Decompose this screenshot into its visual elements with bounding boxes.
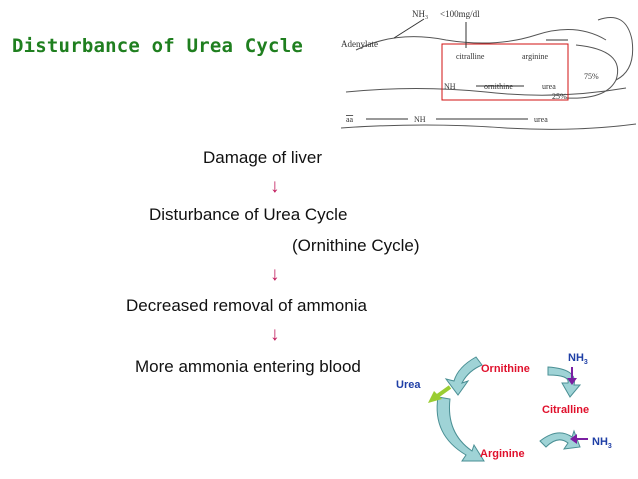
sketch-arrow	[393, 18, 425, 39]
pct75-label: 75%	[584, 72, 599, 81]
urea-label: urea	[542, 82, 556, 91]
urea-bottom-label: urea	[534, 115, 548, 124]
flow-step-ornithine-cycle: (Ornithine Cycle)	[292, 236, 420, 255]
nh3-level-label: NH3	[412, 9, 428, 21]
ornithine-cycle-diagram: Ornithine Urea Citralline Arginine NH3 N…	[396, 352, 612, 462]
flow-step-disturbance: Disturbance of Urea Cycle	[149, 205, 348, 224]
nh3-bottom-label: NH	[414, 115, 426, 124]
cycle-arrow-citralline-arginine	[539, 429, 581, 450]
urea-arrowhead	[428, 391, 442, 403]
nh3-arrowhead-2	[570, 434, 577, 444]
ornithine-label: ornithine	[484, 82, 513, 91]
flow-step-more-ammonia: More ammonia entering blood	[135, 357, 361, 376]
cycle-arrow-urea-arginine	[436, 396, 485, 462]
urea-label: Urea	[396, 379, 421, 391]
nh3-left-label: NH	[444, 82, 456, 91]
flow-arrow: ↓	[270, 264, 280, 285]
pct25-label: 25%	[552, 92, 567, 101]
ornithine-label: Ornithine	[481, 363, 530, 375]
adenylate-label: Adenylate	[341, 39, 378, 49]
citralline-label: Citralline	[542, 404, 589, 416]
arginine-label: Arginine	[480, 448, 525, 460]
highlight-box	[441, 43, 569, 101]
cycle-arrow-ornithine-urea	[444, 356, 483, 396]
nh3-arrowhead	[567, 378, 577, 385]
sketch-curve	[345, 87, 627, 96]
nh3-bottom-label: NH3	[592, 436, 612, 450]
sketch-curve	[340, 123, 637, 130]
sketch-curve	[355, 29, 607, 51]
urea-cycle-sketch: NH3 <100mg/dl Adenylate citralline argin…	[340, 9, 637, 130]
flow-step-decreased-removal: Decreased removal of ammonia	[126, 296, 367, 315]
flow-step-damage: Damage of liver	[203, 148, 323, 167]
sketch-curve	[597, 17, 634, 81]
flow-arrow: ↓	[270, 324, 280, 345]
limit-label: <100mg/dl	[440, 9, 480, 19]
citralline-label: citralline	[456, 52, 485, 61]
aa-label: aa	[346, 115, 354, 124]
flow-arrow: ↓	[270, 176, 280, 197]
slide-title: Disturbance of Urea Cycle	[12, 35, 303, 57]
nh3-top-label: NH3	[568, 352, 588, 366]
arginine-label: arginine	[522, 52, 549, 61]
cycle-arrow-ornithine-citralline	[547, 366, 582, 398]
